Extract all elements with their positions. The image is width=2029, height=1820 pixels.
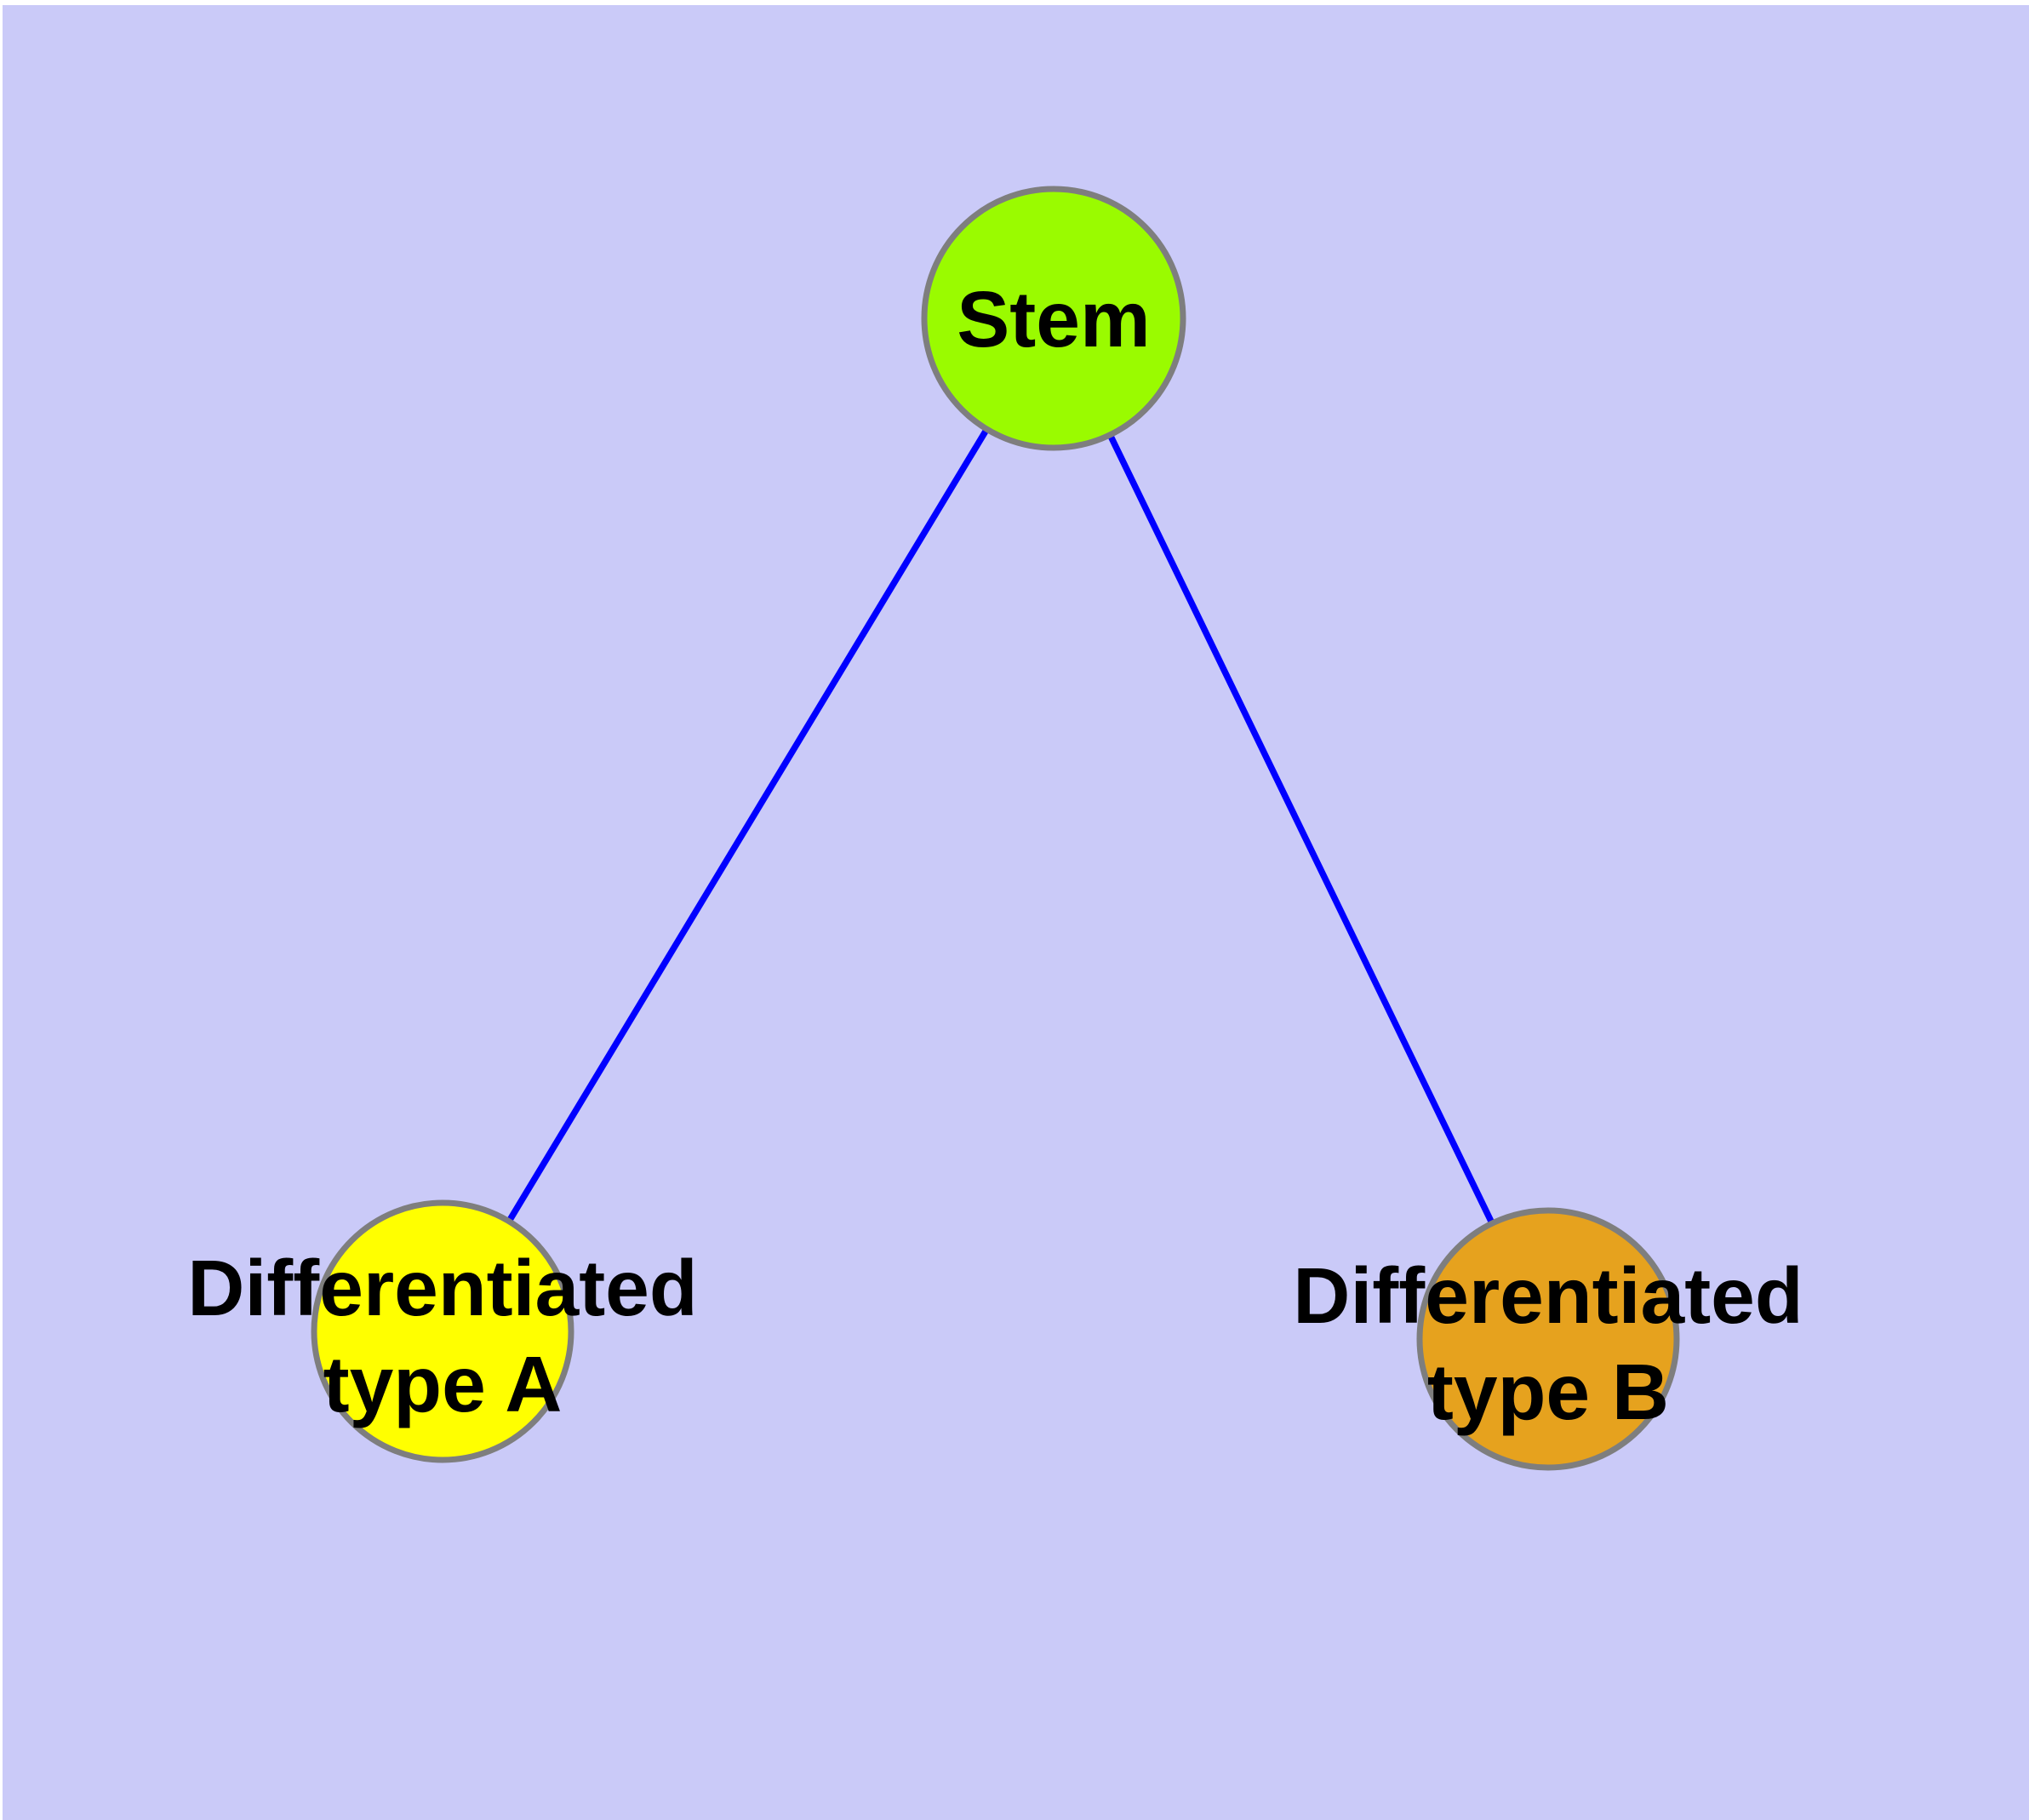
edge-stem-to-type-b [1108,435,1495,1223]
node-stem-label: Stem [957,275,1150,363]
edges-layer [507,429,1495,1223]
node-type-a-circle [311,1199,574,1463]
node-type-a-label-line-2: type A [323,1340,563,1428]
node-type-b-label-line-2: type B [1427,1348,1669,1436]
edge-stem-to-type-a [507,429,989,1222]
node-type-a-label-line-1: Differentiated [187,1244,697,1332]
node-stem-label-line-1: Stem [957,275,1150,363]
node-stem-circle [921,186,1186,451]
node-type-b-circle [1416,1207,1680,1471]
node-type-b-label-line-1: Differentiated [1293,1251,1803,1340]
